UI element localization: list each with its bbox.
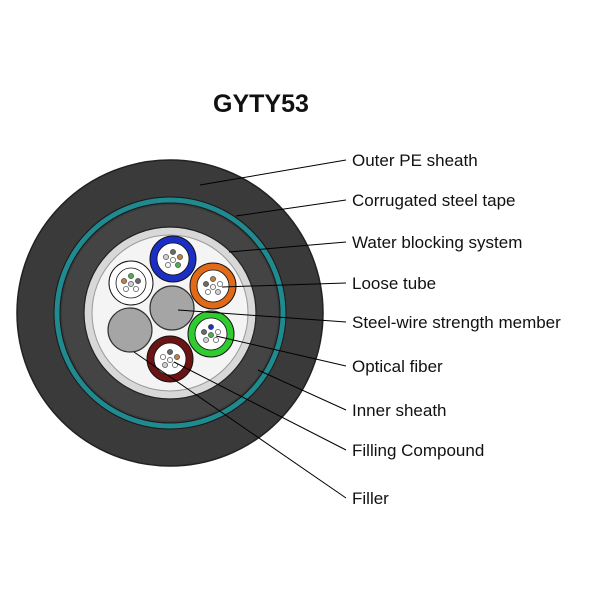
leader-outer-pe-sheath [199, 159, 347, 186]
label-corrugated-steel-tape: Corrugated steel tape [352, 191, 516, 210]
optical-fibers [201, 324, 221, 343]
cable-cross-section [16, 159, 324, 467]
loose-tube-green [187, 310, 235, 358]
filler [107, 307, 153, 353]
label-loose-tube: Loose tube [352, 274, 436, 293]
label-outer-pe-sheath: Outer PE sheath [352, 151, 478, 170]
label-water-blocking-system: Water blocking system [352, 233, 522, 252]
loose-tube-orange [189, 262, 237, 310]
diagram-title: GYTY53 [213, 90, 309, 118]
steel-tape-edge-outer [53, 196, 287, 430]
optical-fibers [160, 349, 180, 368]
leader-filling-compound [173, 361, 347, 451]
leader-optical-fiber [215, 335, 347, 367]
loose-tube-blue [149, 235, 197, 283]
loose-tube-white [108, 260, 154, 306]
optical-fibers [163, 249, 183, 268]
leader-steel-wire-strength-member [177, 309, 347, 323]
label-inner-sheath: Inner sheath [352, 401, 447, 420]
corrugated-steel-tape [54, 197, 286, 429]
leader-lines [133, 159, 347, 499]
leader-loose-tube [221, 282, 347, 288]
leader-water-blocking-system [228, 241, 347, 253]
steel-wire-strength-member [149, 285, 195, 331]
label-filler: Filler [352, 489, 389, 508]
labels: Outer PE sheath Corrugated steel tape Wa… [352, 151, 561, 508]
label-steel-wire-strength-member: Steel-wire strength member [352, 313, 561, 332]
leader-inner-sheath [257, 369, 347, 411]
leader-filler [133, 351, 347, 499]
label-filling-compound: Filling Compound [352, 441, 484, 460]
label-optical-fiber: Optical fiber [352, 357, 443, 376]
leader-corrugated-steel-tape [235, 199, 347, 217]
loose-tube-brown [146, 335, 194, 383]
steel-tape-edge-inner [59, 202, 281, 424]
optical-fibers [121, 273, 141, 292]
optical-fibers [203, 276, 223, 295]
